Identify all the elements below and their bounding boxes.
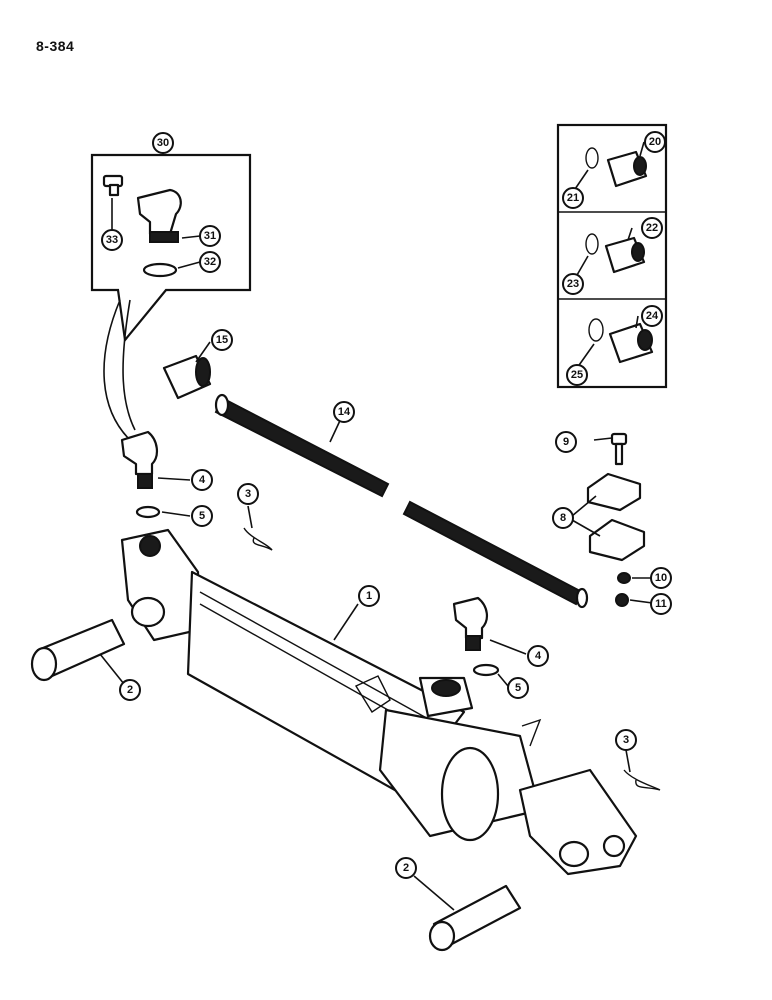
- adapter-22: [585, 233, 646, 274]
- callout-31: 31: [199, 225, 221, 247]
- svg-text:32: 32: [204, 256, 216, 268]
- clip-pin-3-upper: [243, 527, 273, 551]
- svg-text:22: 22: [646, 222, 658, 234]
- callout-32: 32: [199, 251, 221, 273]
- adapter-20: [585, 147, 648, 188]
- callout-20: 20: [644, 131, 666, 153]
- inset-box-30: [90, 153, 252, 441]
- clip-pin-3-lower: [623, 769, 661, 791]
- clamp-8: [586, 472, 646, 562]
- svg-text:11: 11: [655, 598, 667, 610]
- svg-text:1: 1: [366, 590, 372, 602]
- callout-21: 21: [562, 187, 584, 209]
- page-number: 8-384: [36, 38, 75, 54]
- elbow-fitting-4-lower: [452, 596, 500, 677]
- callout-2-bottom: 2: [395, 857, 417, 879]
- adapter-24: [588, 318, 654, 364]
- callout-24: 24: [641, 305, 663, 327]
- callout-2-left: 2: [119, 679, 141, 701]
- elbow-fitting-31: [136, 188, 182, 278]
- svg-text:14: 14: [338, 406, 351, 418]
- svg-text:33: 33: [106, 234, 118, 246]
- fitting-33: [102, 174, 124, 197]
- svg-text:3: 3: [623, 734, 629, 746]
- svg-text:30: 30: [157, 137, 169, 149]
- callout-8: 8: [552, 507, 574, 529]
- svg-text:25: 25: [571, 369, 583, 381]
- callout-5-upper: 5: [191, 505, 213, 527]
- callout-10: 10: [650, 567, 672, 589]
- callout-11: 11: [650, 593, 672, 615]
- callout-25: 25: [566, 364, 588, 386]
- callout-14: 14: [333, 401, 355, 423]
- nut-11: [615, 593, 629, 607]
- svg-text:31: 31: [204, 230, 216, 242]
- fitting-15: [162, 354, 212, 400]
- svg-text:23: 23: [567, 278, 579, 290]
- callout-30: 30: [152, 132, 174, 154]
- svg-text:3: 3: [245, 488, 251, 500]
- callout-3-lower: 3: [615, 729, 637, 751]
- svg-text:5: 5: [515, 682, 521, 694]
- washer-10: [617, 572, 631, 584]
- cylinder-1: [120, 528, 638, 876]
- svg-text:5: 5: [199, 510, 205, 522]
- svg-text:21: 21: [567, 192, 579, 204]
- tube-14: [214, 393, 589, 609]
- callout-15: 15: [211, 329, 233, 351]
- svg-text:4: 4: [199, 474, 206, 486]
- svg-text:20: 20: [649, 136, 661, 148]
- callout-4-lower: 4: [527, 645, 549, 667]
- svg-text:9: 9: [563, 436, 569, 448]
- elbow-fitting-4-upper: [120, 430, 161, 519]
- bolt-9: [610, 432, 628, 466]
- callout-3-upper: 3: [237, 483, 259, 505]
- callout-22: 22: [641, 217, 663, 239]
- svg-text:8: 8: [560, 512, 566, 524]
- callout-1: 1: [358, 585, 380, 607]
- svg-text:15: 15: [216, 334, 228, 346]
- svg-text:2: 2: [127, 684, 133, 696]
- svg-text:2: 2: [403, 862, 409, 874]
- callout-23: 23: [562, 273, 584, 295]
- callout-5-lower: 5: [507, 677, 529, 699]
- callout-9: 9: [555, 431, 577, 453]
- adapter-options-box: [556, 123, 668, 389]
- callout-4-upper: 4: [191, 469, 213, 491]
- pin-2-bottom: [428, 884, 522, 952]
- svg-text:24: 24: [646, 310, 659, 322]
- svg-text:4: 4: [535, 650, 542, 662]
- callout-33: 33: [101, 229, 123, 251]
- svg-text:10: 10: [655, 572, 667, 584]
- pin-2-left: [30, 618, 126, 682]
